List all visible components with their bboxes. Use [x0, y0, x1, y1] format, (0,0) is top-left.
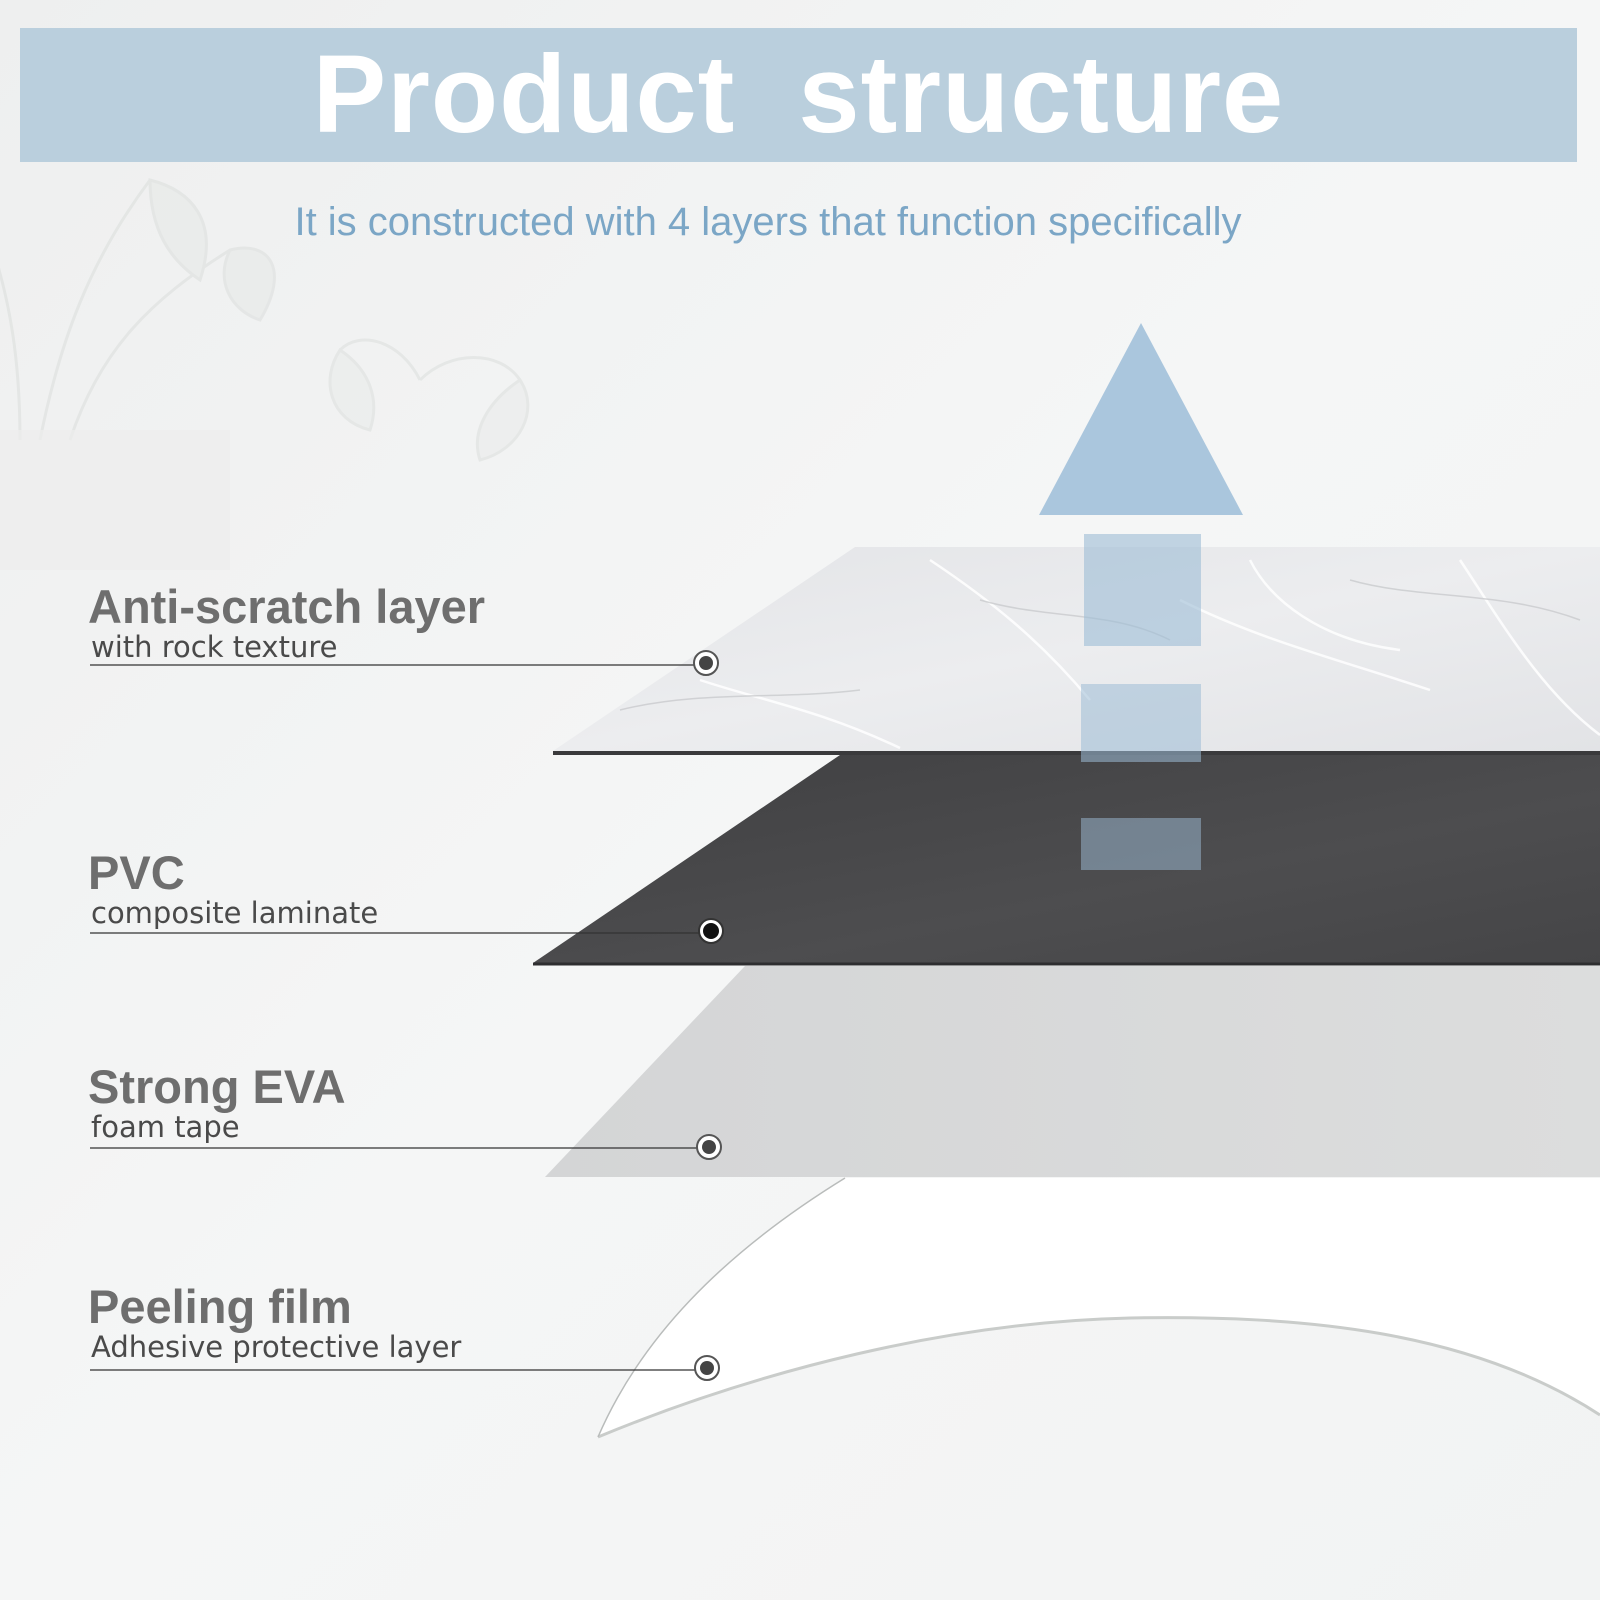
layer-label-pvc: PVC composite laminate: [88, 846, 379, 930]
pvc-layer: [533, 755, 1600, 963]
background-sofa-decoration: [0, 430, 230, 570]
callout-anti-scratch: [90, 650, 719, 676]
up-arrow-icon: [1039, 323, 1243, 870]
callout-eva: [90, 1134, 722, 1160]
page-title: Product structure: [312, 33, 1285, 156]
layer-label-peeling-film: Peeling film Adhesive protective layer: [88, 1280, 462, 1364]
title-banner: Product structure: [20, 28, 1577, 162]
page-subtitle: It is constructed with 4 layers that fun…: [294, 200, 1242, 244]
callout-pvc: [90, 918, 724, 944]
marble-veins: [699, 558, 1600, 750]
layer-title: PVC: [88, 846, 185, 899]
anti-scratch-layer: [553, 547, 1600, 751]
layer-label-anti-scratch: Anti-scratch layer with rock texture: [88, 580, 486, 664]
layer-label-eva: Strong EVA foam tape: [88, 1060, 346, 1144]
layer-subtitle: with rock texture: [91, 630, 338, 664]
background-plant-decoration: [0, 178, 530, 462]
layer-title: Strong EVA: [88, 1060, 346, 1113]
layer-title: Peeling film: [88, 1280, 352, 1333]
layer-subtitle: composite laminate: [91, 896, 379, 930]
peeling-film-layer: [598, 1178, 1600, 1437]
callout-peeling-film: [90, 1355, 720, 1381]
layer-subtitle: Adhesive protective layer: [91, 1330, 462, 1364]
layer-subtitle: foam tape: [91, 1110, 240, 1144]
peeling-film-left-edge: [597, 1177, 846, 1438]
peeling-film-edge: [597, 1316, 1600, 1439]
layer-title: Anti-scratch layer: [88, 580, 486, 633]
eva-foam-layer: [545, 966, 1600, 1177]
